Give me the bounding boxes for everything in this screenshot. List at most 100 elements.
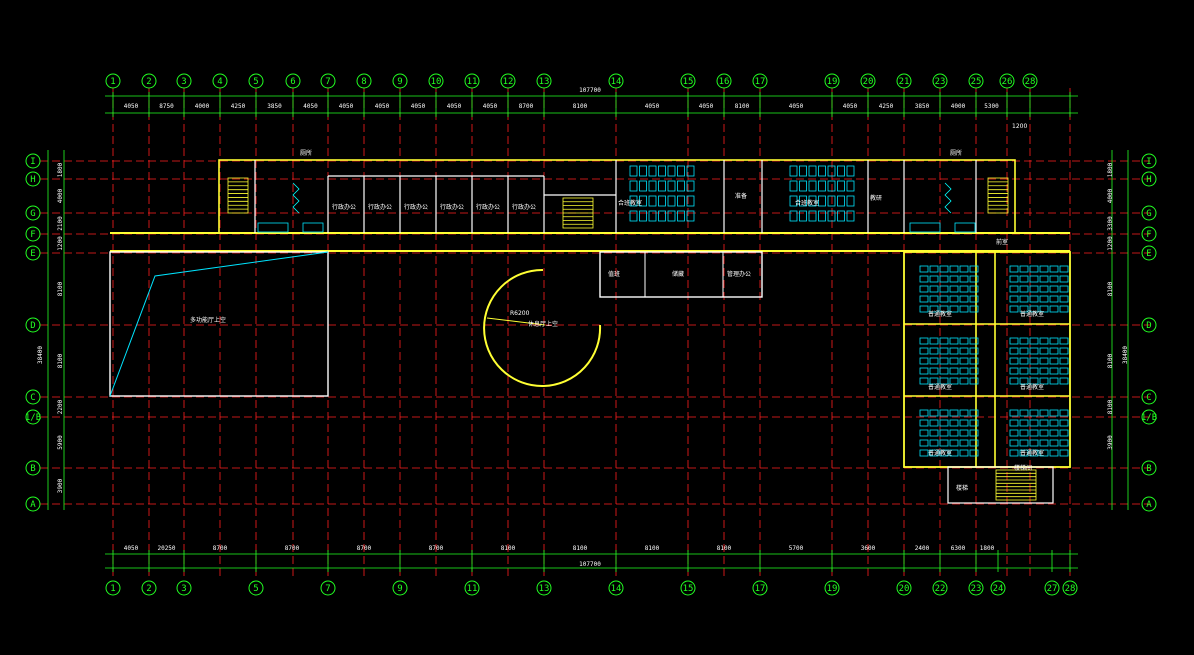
classroom-desk-2-1-3 [949, 347, 959, 355]
classroom-desk-2-0-3 [949, 337, 959, 345]
axis-right-9-circle [1141, 496, 1157, 512]
classroom-desk-2-4-1 [929, 377, 939, 385]
classroom-desk-5-4-5 [1059, 449, 1069, 457]
axis-top-7-circle [320, 73, 336, 89]
axis-top-17-label: 17 [755, 77, 766, 87]
classroom-desk-3-4-2 [1029, 377, 1039, 385]
axis-left-7-circle [25, 409, 41, 425]
classroom-desk-0-2-2 [939, 285, 949, 293]
classroom-desk-5-3-2 [1029, 439, 1039, 447]
axis-left-2-label: G [30, 209, 35, 219]
dim-top-14: 4050 [699, 103, 714, 110]
radius-line [486, 317, 546, 326]
dim-top-1: 8750 [159, 103, 174, 110]
desk-b-1-0 [789, 180, 798, 192]
axis-bottom-9-circle [392, 580, 408, 596]
room-labels: 多功能厅上空 R6200 休息厅上空 厕所 厕所 行政办公 行政办公 行政办公 … [190, 123, 1044, 492]
axis-top-2-label: 2 [146, 77, 151, 87]
stair-west-frame [227, 177, 249, 214]
classroom-desk-0-2-0 [919, 285, 929, 293]
axis-bottom-13-circle [536, 580, 552, 596]
axis-top-7-label: 7 [325, 77, 330, 87]
desk-a-0-0 [629, 165, 638, 177]
dim-bottom-3: 8700 [285, 545, 300, 552]
axis-top-20-circle [860, 73, 876, 89]
classroom-desk-5-1-3 [1039, 419, 1049, 427]
label-classroom-b: 合班教室 [795, 199, 819, 207]
classroom-desk-5-0-1 [1019, 409, 1029, 417]
classroom-desk-2-2-5 [969, 357, 979, 365]
dim-bottom-11: 3600 [861, 545, 876, 552]
dim-right-total: 38400 [1122, 346, 1129, 364]
classroom-desk-4-1-2 [939, 419, 949, 427]
axis-left-6-label: C [30, 393, 35, 403]
classroom-desk-1-2-5 [1059, 285, 1069, 293]
desk-a-2-0 [629, 195, 638, 207]
classroom-desk-5-4-1 [1019, 449, 1029, 457]
axis-top-28-circle [1022, 73, 1038, 89]
label-toilet-right: 厕所 [950, 149, 962, 157]
label-center-room-4: 教研 [870, 194, 882, 202]
axis-left-9-circle [25, 496, 41, 512]
classroom-desk-5-2-4 [1049, 429, 1059, 437]
dim-left-3: 1200 [57, 236, 64, 251]
axis-right-8-label: B [1146, 464, 1151, 474]
classroom-desk-0-0-5 [969, 265, 979, 273]
desk-a-2-4 [667, 195, 676, 207]
dim-right-2: 3300 [1107, 216, 1114, 231]
classroom-desk-2-2-2 [939, 357, 949, 365]
axis-bottom-22-label: 22 [935, 584, 946, 594]
dim-right-5: 8100 [1107, 353, 1114, 368]
label-office-3: 行政办公 [404, 203, 428, 211]
axis-bottom-5-label: 5 [253, 584, 258, 594]
classroom-desk-0-4-5 [969, 305, 979, 313]
classroom-desk-5-0-0 [1009, 409, 1019, 417]
dim-bottom-4: 8700 [357, 545, 372, 552]
axis-right-2-label: G [1146, 209, 1151, 219]
dim-top-15: 8100 [735, 103, 750, 110]
label-classroom-6: 普通教室 [1020, 449, 1044, 457]
axis-bottom-2-circle [141, 580, 157, 596]
classroom-desk-0-1-0 [919, 275, 929, 283]
axis-bottom-17-label: 17 [755, 584, 766, 594]
axis-top-26-circle [999, 73, 1015, 89]
classroom-desk-1-4-0 [1009, 305, 1019, 313]
classroom-desk-2-2-1 [929, 357, 939, 365]
axis-right-4-label: E [1146, 249, 1151, 259]
classroom-desk-0-2-4 [959, 285, 969, 293]
classroom-desk-3-2-1 [1019, 357, 1029, 365]
desk-b-1-5 [837, 180, 845, 192]
label-fire-stair: 前室 [996, 238, 1008, 246]
dim-bottom-5: 8700 [429, 545, 444, 552]
desk-b-3-4 [827, 210, 836, 222]
desk-a-3-3 [658, 210, 666, 222]
desk-b-1-1 [799, 180, 807, 192]
toilet-row-a-0 [257, 222, 289, 233]
axis-top-8-label: 8 [361, 77, 366, 87]
classroom-desk-1-0-1 [1019, 265, 1029, 273]
dim-top-6: 4050 [339, 103, 354, 110]
axis-bottom-2-label: 2 [146, 584, 151, 594]
classroom-desk-3-3-4 [1049, 367, 1059, 375]
classroom-desk-2-0-2 [939, 337, 949, 345]
dim-top-9: 4050 [447, 103, 462, 110]
classroom-desk-1-1-1 [1019, 275, 1029, 283]
dim-left-1: 4000 [57, 188, 64, 203]
axis-right-5-circle [1141, 317, 1157, 333]
dim-top-12: 8100 [573, 103, 588, 110]
axis-top-23-label: 23 [935, 77, 946, 87]
axis-left-4-circle [25, 245, 41, 261]
dim-top-8: 4050 [411, 103, 426, 110]
classroom-desk-0-4-0 [919, 305, 929, 313]
classroom-desk-0-0-3 [949, 265, 959, 273]
classroom-desk-0-4-2 [939, 305, 949, 313]
classroom-desk-4-4-3 [949, 449, 959, 457]
classroom-desk-4-1-1 [929, 419, 939, 427]
classroom-desk-4-4-1 [929, 449, 939, 457]
desk-b-2-1 [799, 195, 807, 207]
classroom-desk-2-3-0 [919, 367, 929, 375]
classroom-desk-3-3-0 [1009, 367, 1019, 375]
toilet-row-b-0 [302, 222, 324, 233]
toilet-row-b-1 [954, 222, 976, 233]
